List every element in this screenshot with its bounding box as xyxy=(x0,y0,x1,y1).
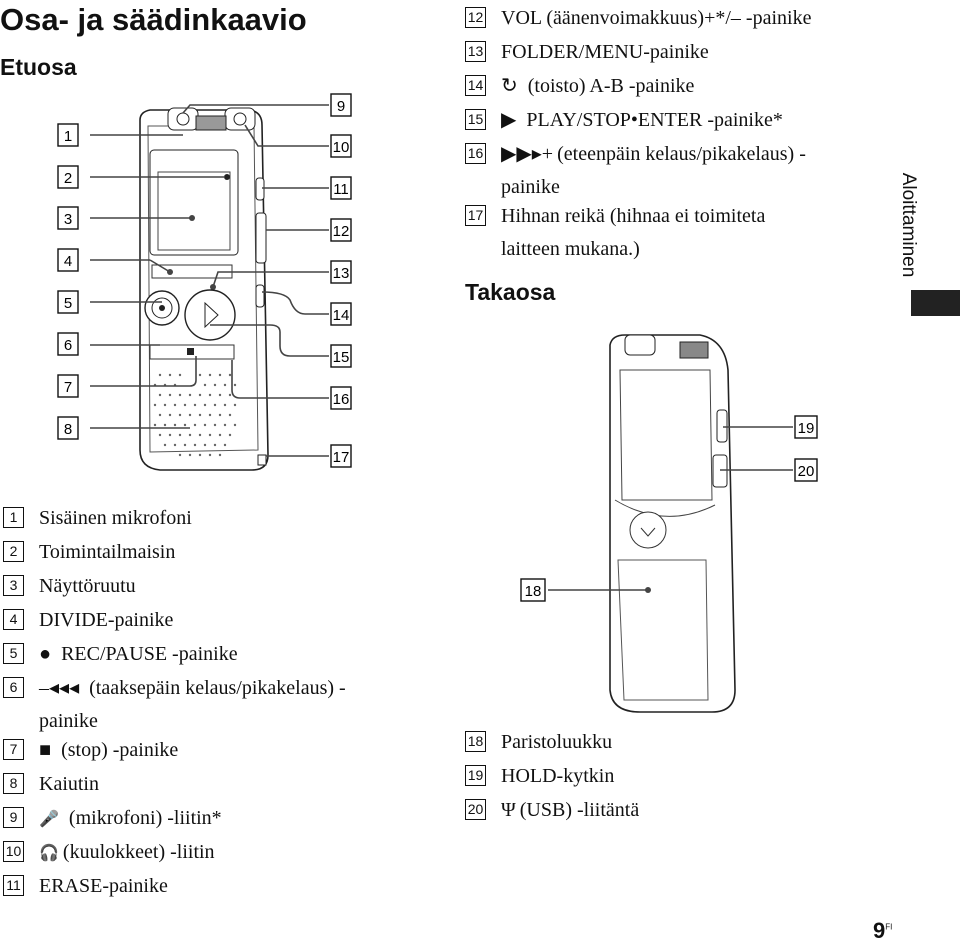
part-number: 3 xyxy=(3,575,24,596)
callout-6: 6 xyxy=(64,337,72,354)
part-label: HOLD-kytkin xyxy=(501,765,615,787)
part-label: Sisäinen mikrofoni xyxy=(39,507,192,529)
part-label: Kaiutin xyxy=(39,773,99,795)
stop-icon: ■ xyxy=(39,739,52,761)
part-number: 12 xyxy=(465,7,486,28)
callout-19: 19 xyxy=(798,420,815,437)
front-heading: Etuosa xyxy=(0,54,77,80)
callout-17: 17 xyxy=(333,449,350,466)
part-label-cont: painike xyxy=(39,710,98,732)
part-label: VOL (äänenvoimakkuus)+*/– -painike xyxy=(501,7,812,29)
callout-1: 1 xyxy=(64,128,72,145)
part-label: REC/PAUSE -painike xyxy=(61,643,238,665)
part-label: DIVIDE-painike xyxy=(39,609,174,631)
mic-icon: 🎤 xyxy=(39,811,59,828)
page-number: 9FI xyxy=(873,918,892,944)
back-device-diagram: 19 20 18 xyxy=(520,334,818,713)
callout-8: 8 xyxy=(64,421,72,438)
callout-18: 18 xyxy=(525,583,542,600)
side-tab-marker xyxy=(911,290,960,316)
part-number: 2 xyxy=(3,541,24,562)
callout-10: 10 xyxy=(333,139,350,156)
side-tab-label: Aloittaminen xyxy=(898,172,919,278)
part-label: (USB) -liitäntä xyxy=(519,799,640,821)
part-label: (mikrofoni) -liitin* xyxy=(68,807,222,829)
part-number: 4 xyxy=(3,609,24,630)
part-label: Näyttöruutu xyxy=(39,575,136,597)
part-label: (eteenpäin kelaus/pikakelaus) - xyxy=(557,143,806,165)
part-label: (kuulokkeet) -liitin xyxy=(62,841,215,863)
part-number: 15 xyxy=(465,109,486,130)
front-device-diagram: 9 10 11 12 13 14 15 16 17 1 2 3 4 5 6 7 … xyxy=(57,93,352,471)
callout-15: 15 xyxy=(333,349,350,366)
callout-11: 11 xyxy=(333,181,349,198)
record-dot-icon: ● xyxy=(39,643,52,665)
repeat-icon: ↻ xyxy=(501,75,518,97)
page-title: Osa- ja säädinkaavio xyxy=(0,2,307,37)
headphones-icon: 🎧 xyxy=(39,845,59,862)
callout-13: 13 xyxy=(333,265,350,282)
part-number: 1 xyxy=(3,507,24,528)
callout-7: 7 xyxy=(64,379,72,396)
part-number: 17 xyxy=(465,205,486,226)
callout-12: 12 xyxy=(333,223,350,240)
part-number: 16 xyxy=(465,143,486,164)
page-number-value: 9 xyxy=(873,918,886,943)
part-number: 5 xyxy=(3,643,24,664)
callout-9: 9 xyxy=(337,98,345,115)
part-label-cont: painike xyxy=(501,176,560,198)
page-suffix: FI xyxy=(885,922,893,932)
back-heading: Takaosa xyxy=(465,279,556,305)
play-icon: ▶ xyxy=(501,109,517,131)
part-number: 18 xyxy=(465,731,486,752)
part-number: 19 xyxy=(465,765,486,786)
usb-icon: Ψ xyxy=(501,799,516,821)
part-number: 9 xyxy=(3,807,24,828)
part-label: Paristoluukku xyxy=(501,731,613,753)
part-label: ERASE-painike xyxy=(39,875,168,897)
part-number: 11 xyxy=(3,875,24,896)
part-label: FOLDER/MENU-painike xyxy=(501,41,709,63)
part-label: PLAY/STOP•ENTER -painike* xyxy=(526,109,783,131)
part-number: 8 xyxy=(3,773,24,794)
part-label: (toisto) A-B -painike xyxy=(527,75,695,97)
part-label: Hihnan reikä (hihnaa ei toimiteta xyxy=(501,205,766,227)
part-label: Toimintailmaisin xyxy=(39,541,176,563)
callout-5: 5 xyxy=(64,295,72,312)
fast-forward-icon: ▶▶▸+ xyxy=(501,143,554,165)
rewind-icon: –◂◂◂ xyxy=(39,677,80,699)
callout-4: 4 xyxy=(64,253,72,270)
part-number: 14 xyxy=(465,75,486,96)
part-label-cont: laitteen mukana.) xyxy=(501,238,640,260)
part-number: 13 xyxy=(465,41,486,62)
callout-2: 2 xyxy=(64,170,72,187)
part-number: 7 xyxy=(3,739,24,760)
part-number: 10 xyxy=(3,841,24,862)
part-number: 6 xyxy=(3,677,24,698)
callout-3: 3 xyxy=(64,211,72,228)
callout-20: 20 xyxy=(798,463,815,480)
part-number: 20 xyxy=(465,799,486,820)
callout-16: 16 xyxy=(333,391,350,408)
part-label: (stop) -painike xyxy=(61,739,179,761)
callout-14: 14 xyxy=(333,307,350,324)
part-label: (taaksepäin kelaus/pikakelaus) - xyxy=(89,677,346,699)
